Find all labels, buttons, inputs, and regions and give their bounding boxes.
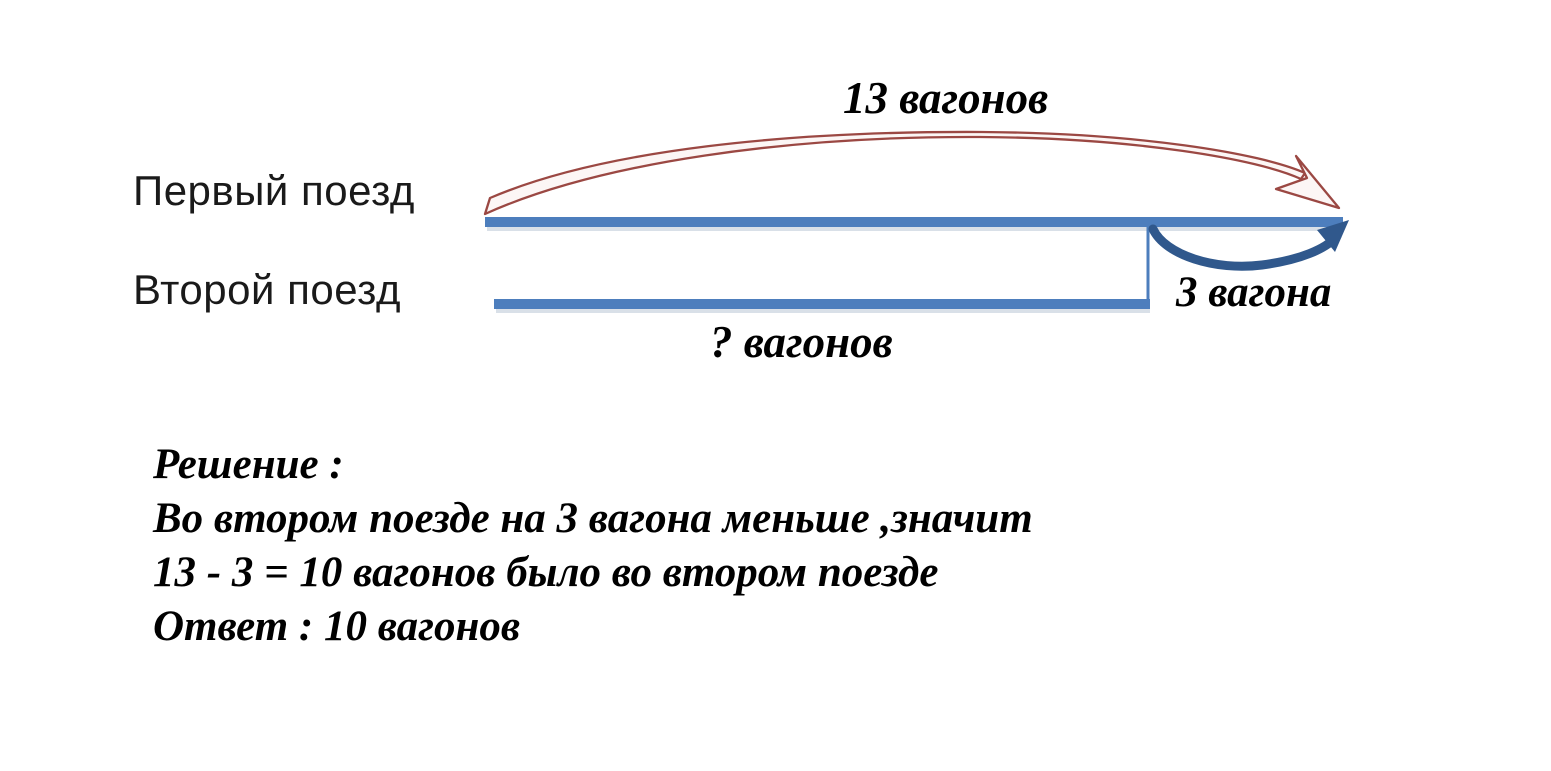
second-train-bar (494, 299, 1150, 309)
first-train-bar (485, 217, 1343, 227)
total-curved-arrow-icon (483, 130, 1307, 216)
second-train-bar-shadow (496, 309, 1150, 313)
total-arrow-head-icon (1274, 154, 1341, 210)
solution-block: Решение : Во втором поезде на 3 вагона м… (153, 438, 1033, 654)
second-train-label: Второй поезд (133, 266, 401, 313)
solution-heading: Решение : (153, 441, 344, 488)
difference-wagons-label: 3 вагона (1176, 269, 1332, 316)
solution-line-1: Во втором поезде на 3 вагона меньше ,зна… (153, 495, 1033, 542)
difference-arc-icon (1148, 224, 1342, 271)
total-wagons-label: 13 вагонов (843, 73, 1049, 123)
difference-arrow-head-icon (1317, 220, 1349, 252)
unknown-wagons-label: ? вагонов (710, 317, 893, 367)
solution-line-2: 13 - 3 = 10 вагонов было во втором поезд… (153, 549, 939, 596)
first-train-bar-shadow (487, 227, 1343, 231)
first-train-label: Первый поезд (133, 167, 415, 214)
solution-answer: Ответ : 10 вагонов (153, 603, 521, 650)
